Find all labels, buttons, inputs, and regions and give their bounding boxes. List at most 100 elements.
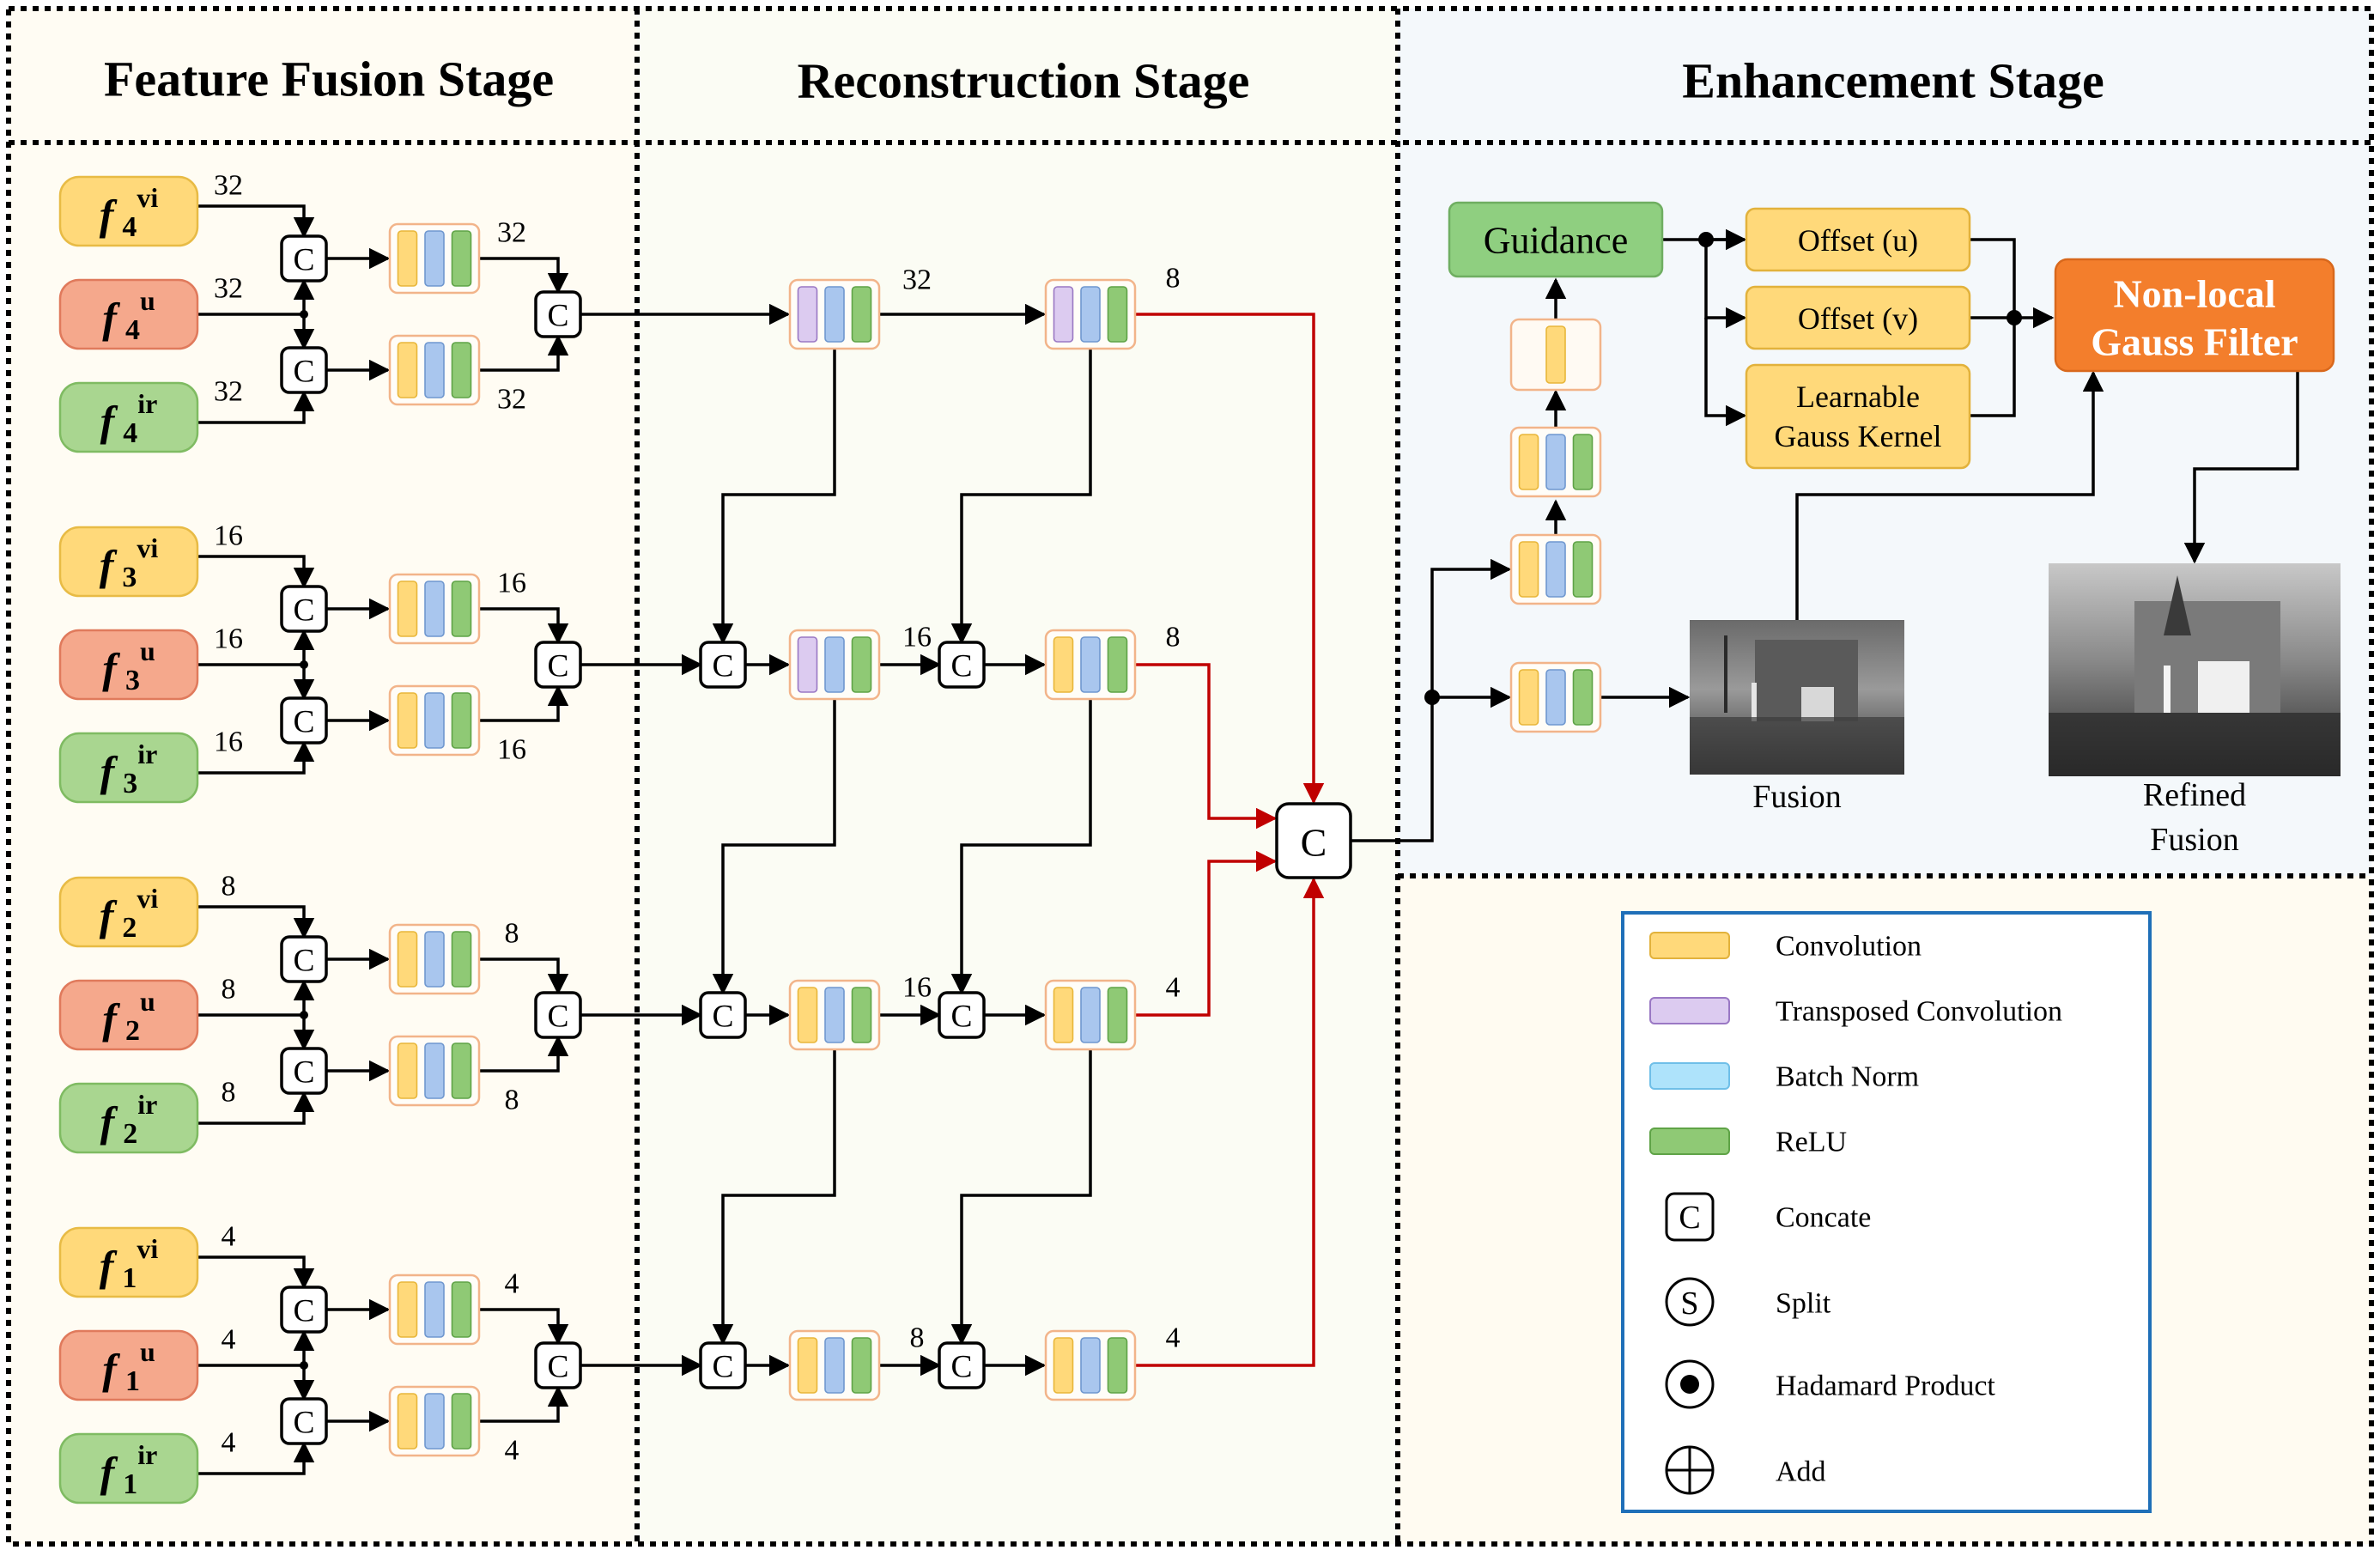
relu-layer <box>451 230 472 287</box>
feature-ir-label: f 2ir <box>100 1089 158 1150</box>
legend-label-tconv: Transposed Convolution <box>1776 996 2062 1028</box>
panel-reconstruction-bg <box>637 9 1398 1544</box>
concat-reconstruction <box>699 991 747 1039</box>
offset-v-label: Offset (v) <box>1798 301 1918 336</box>
batchnorm-layer <box>1080 987 1101 1043</box>
concat-merge <box>534 641 582 689</box>
concat-reconstruction <box>699 641 747 689</box>
refined-caption-2: Fusion <box>2150 822 2238 858</box>
concat-symbol: C <box>548 299 569 334</box>
conv-layer <box>797 1337 818 1394</box>
batchnorm-layer <box>424 692 445 749</box>
wire-skip-down <box>950 349 1092 645</box>
conv-layer <box>397 580 418 637</box>
wire-ir-to-concat <box>197 1441 315 1475</box>
wire-skip-down <box>712 349 836 645</box>
relu-layer <box>851 987 872 1043</box>
feature-vi-pill <box>58 1226 199 1298</box>
doorway-shape <box>2198 661 2249 713</box>
conv-layer <box>1518 669 1539 726</box>
guidance-label: Guidance <box>1484 220 1629 262</box>
relu-layer <box>451 1042 472 1099</box>
channel-label: 16 <box>902 972 932 1004</box>
branch-dot <box>2007 310 2022 325</box>
transposed-conv-layer <box>797 636 818 693</box>
doorway-shape <box>1801 687 1834 721</box>
legend-add-cross <box>1667 1447 1713 1493</box>
fusion-conv-block <box>388 334 481 406</box>
concat-symbol: C <box>951 1000 973 1035</box>
channel-label: 4 <box>222 1324 236 1356</box>
batchnorm-layer <box>1545 434 1566 490</box>
tree-shape <box>2164 575 2191 635</box>
branch-dot <box>1698 232 1714 247</box>
non-local-gauss-filter-box <box>2054 258 2335 373</box>
reconstruction-block <box>1044 1329 1137 1401</box>
channel-label: 32 <box>497 217 526 249</box>
wire-skip-down <box>712 699 836 995</box>
concat-vi-u <box>280 935 328 983</box>
fusion-conv-block <box>388 684 481 757</box>
batchnorm-layer <box>1080 636 1101 693</box>
figure-border <box>6 6 2374 1547</box>
conv-layer <box>397 342 418 398</box>
conv-layer <box>1053 987 1074 1043</box>
concat-symbol: C <box>548 1000 569 1035</box>
concat-symbol: C <box>294 243 315 278</box>
relu-layer <box>851 1337 872 1394</box>
transposed-conv-layer <box>797 286 818 343</box>
wire-filter-to-refined <box>2183 371 2299 564</box>
channel-label: 32 <box>497 384 526 416</box>
batchnorm-layer <box>424 580 445 637</box>
feature-u-label: f 1u <box>102 1336 155 1397</box>
concat-symbol: C <box>713 649 734 684</box>
legend-label-conv: Convolution <box>1776 931 1922 963</box>
channel-label: 4 <box>1166 1322 1181 1354</box>
feature-u-pill <box>58 979 199 1051</box>
batchnorm-layer <box>424 931 445 988</box>
wire-vi-to-concat <box>197 204 315 239</box>
concat-symbol: C <box>294 355 315 390</box>
feature-ir-label: f 4ir <box>100 388 158 449</box>
legend-split-symbol <box>1665 1277 1715 1327</box>
wire-kernel-out <box>1970 318 2016 417</box>
fusion-conv-block <box>388 923 481 995</box>
gauss-kernel-box <box>1745 363 1971 470</box>
batchnorm-layer <box>824 286 845 343</box>
lamp-post-shape <box>1724 635 1727 713</box>
relu-layer <box>1107 987 1128 1043</box>
relu-layer <box>451 580 472 637</box>
wire-conv-to-merge <box>479 957 569 995</box>
branch-dot <box>300 310 308 319</box>
legend-swatch-bn <box>1649 1062 1730 1090</box>
refined-fusion-image <box>2049 563 2341 776</box>
branch-dot <box>300 1361 308 1370</box>
concat-u-ir <box>280 1047 328 1095</box>
feature-ir-pill <box>58 732 199 804</box>
person-shape <box>2164 666 2171 713</box>
channel-label: 32 <box>214 170 243 202</box>
wire-fusion-to-filter <box>1795 370 2104 620</box>
reconstruction-block <box>788 1329 881 1401</box>
reconstruction-block <box>788 979 881 1051</box>
concat-symbol: C <box>294 1055 315 1091</box>
channel-label: 4 <box>222 1427 236 1459</box>
wire-conv-to-merge <box>479 1035 569 1073</box>
reconstruction-tconv-block <box>1044 278 1137 350</box>
concat-symbol: C <box>713 1350 734 1385</box>
concat-symbol: C <box>294 1406 315 1441</box>
wire-ir-to-concat <box>197 740 315 775</box>
offset-u-box <box>1745 207 1971 272</box>
relu-layer <box>451 1281 472 1338</box>
relu-layer <box>1572 669 1594 726</box>
fusion-conv-block <box>388 1035 481 1107</box>
wire-conv-to-merge <box>479 684 569 722</box>
pavement-shape <box>1690 717 1904 775</box>
feature-ir-pill <box>58 1432 199 1504</box>
concat-merge <box>534 290 582 338</box>
batchnorm-layer <box>824 1337 845 1394</box>
red-skip-row2 <box>1135 663 1278 830</box>
relu-layer <box>851 636 872 693</box>
fusion-caption: Fusion <box>1752 779 1841 815</box>
stage-title-reconstruction: Reconstruction Stage <box>798 53 1250 109</box>
